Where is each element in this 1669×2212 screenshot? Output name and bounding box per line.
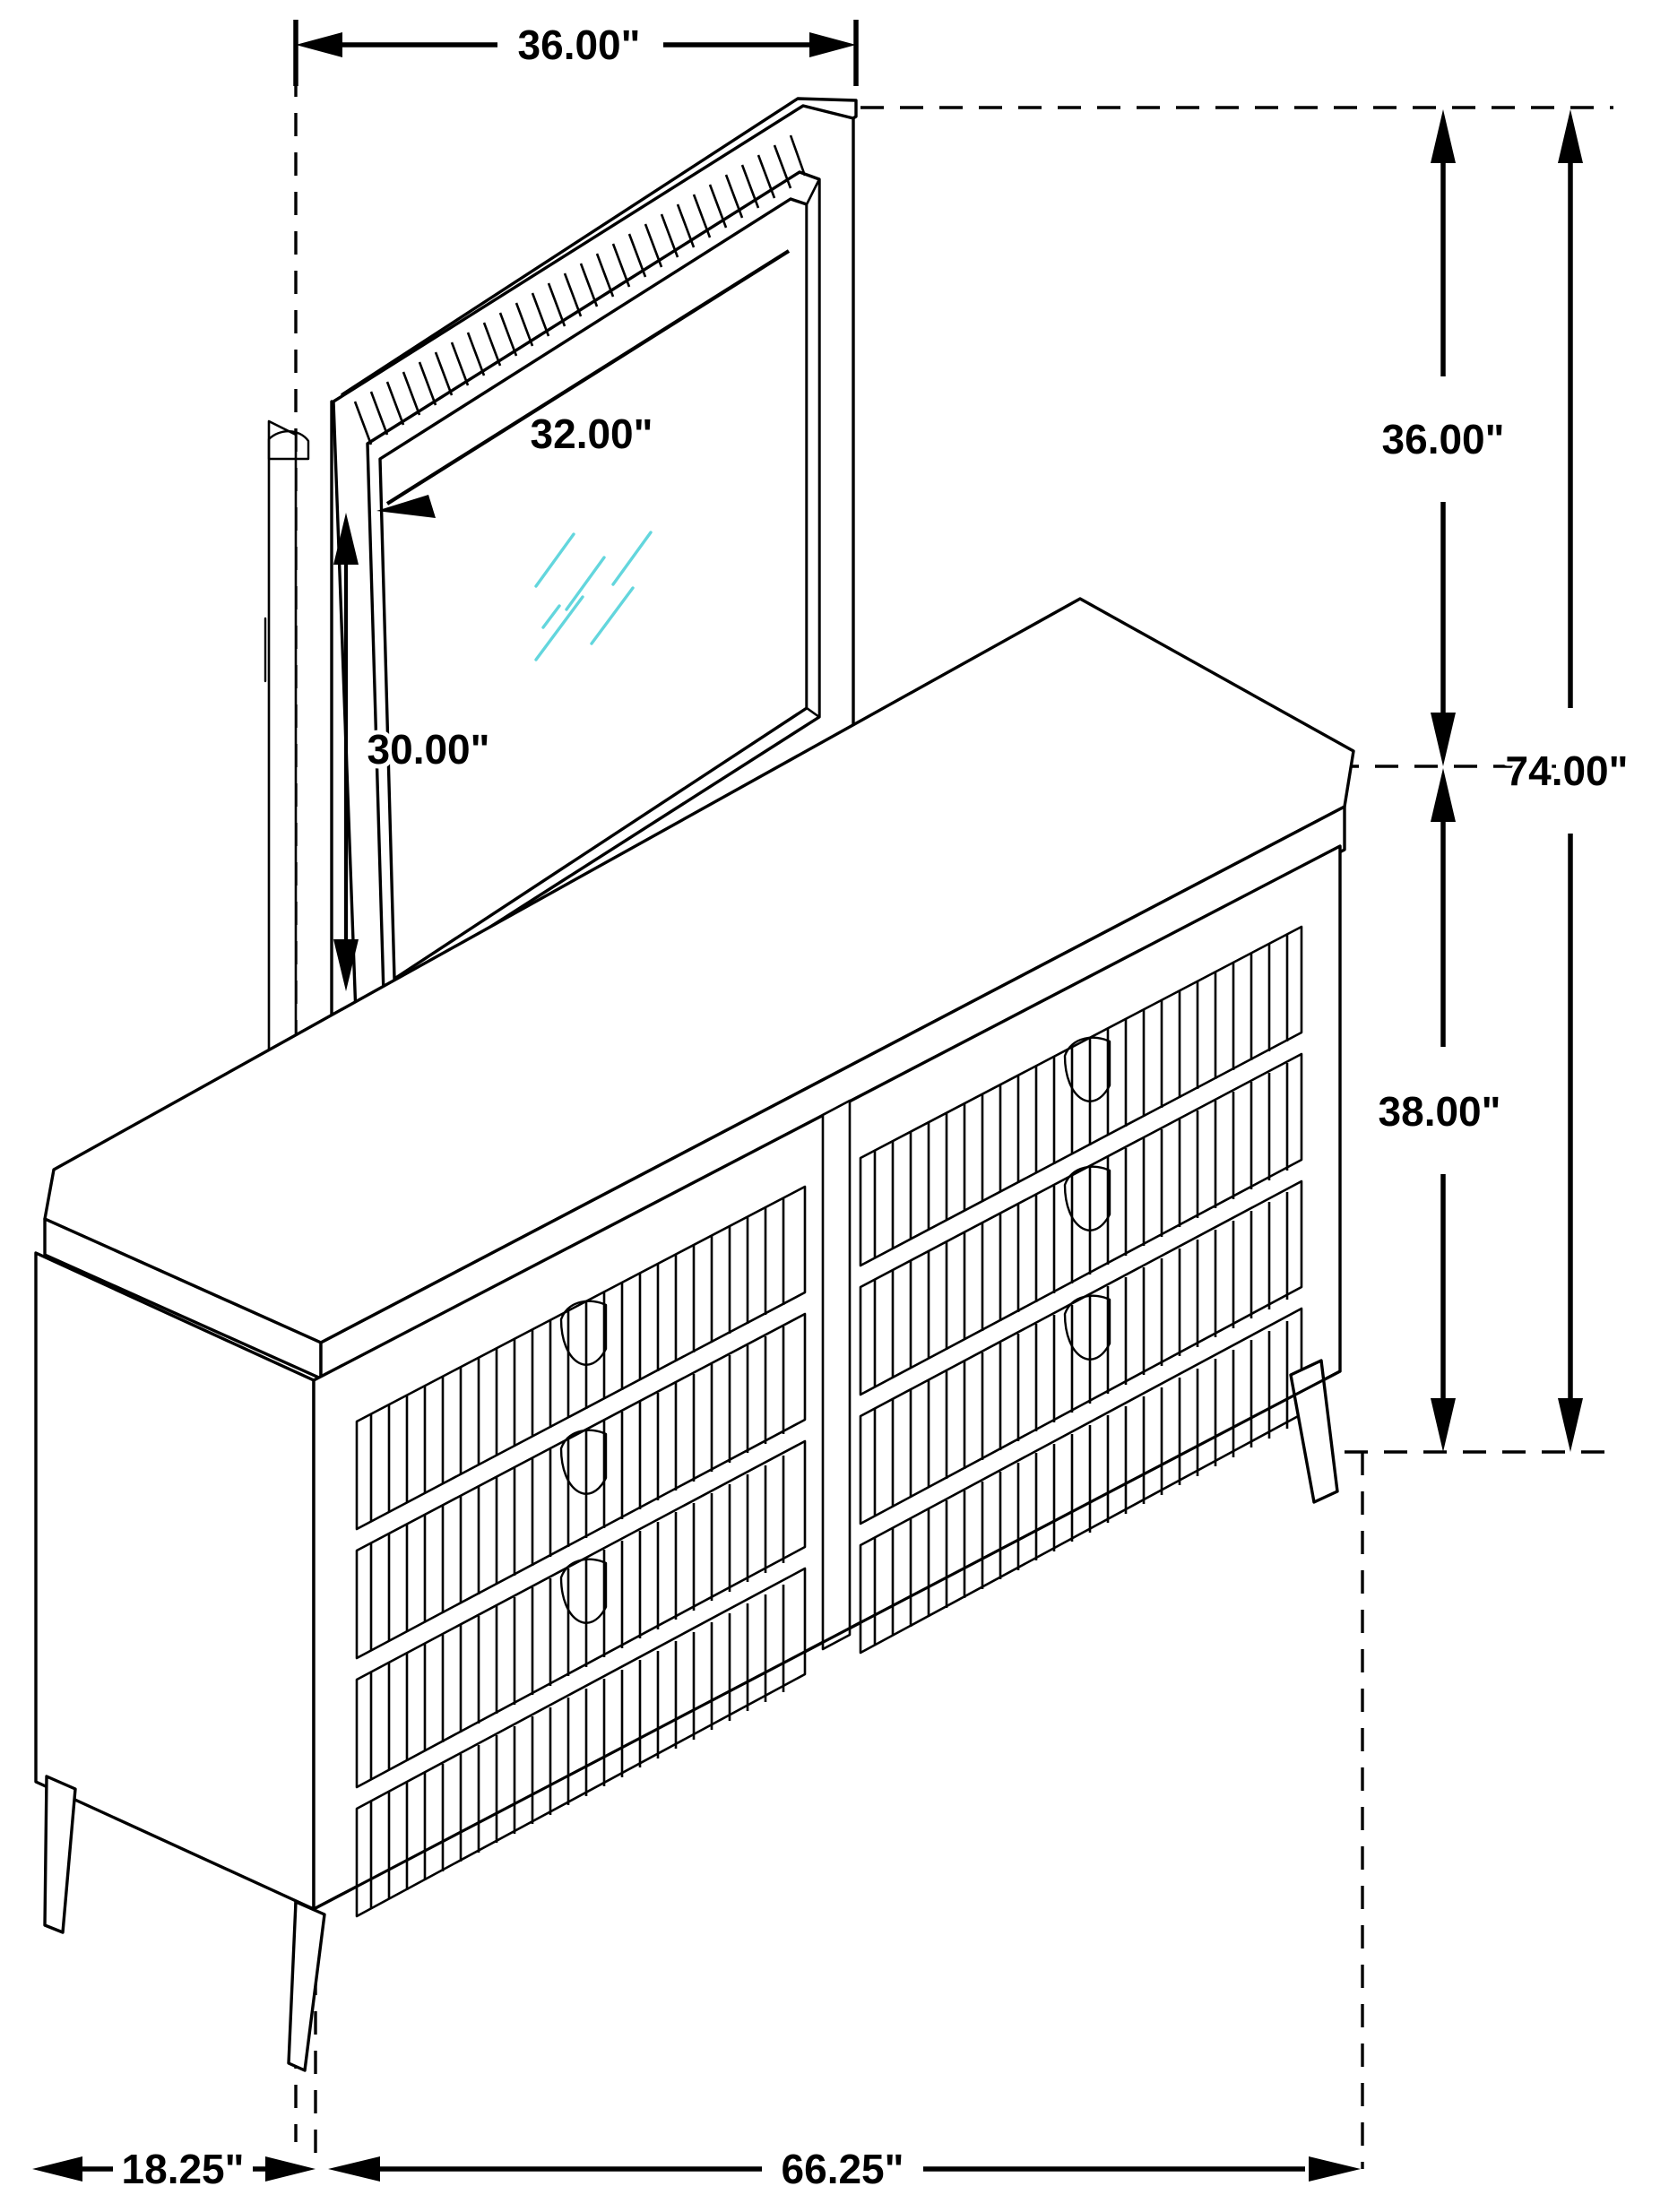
drawer-left-3-handle[interactable] [559,1558,608,1624]
dim-label-glass-height: 30.00" [368,726,490,773]
dim-arrow-glass-height-bottom [333,939,359,991]
mirror-support-post [267,419,298,1100]
dim-arrow-dresser-height-bottom [1431,1398,1456,1452]
dim-arrow-mirror-height-top [1431,109,1456,163]
leg-front-left [287,1900,326,2072]
dim-label-dresser-height: 38.00" [1379,1088,1501,1135]
drawer-right-1[interactable] [859,925,1303,1267]
drawer-left-3-flutes [369,1456,785,1780]
dresser-legs [43,1359,1342,2072]
drawer-right-1-handle[interactable] [1063,1036,1111,1102]
mirror-frame-right-stile [805,177,821,719]
leg-back-left [43,1775,77,1934]
dim-label-glass-width: 32.00" [531,410,653,457]
dimension-dresser-height: 38.00" [1374,768,1505,1452]
dimension-dresser-width: 66.25" [328,2141,1361,2197]
drawer-right-4-flutes [873,1321,1289,1646]
drawer-left-2-handle[interactable] [559,1429,608,1495]
dim-arrow-width-right [1309,2156,1361,2182]
dresser-bottom-apron [312,1370,1342,1911]
drawer-right-4[interactable] [859,1307,1303,1655]
dim-arrow-right [809,32,856,57]
dimension-mirror-width: 36.00" [293,17,859,86]
drawer-right-2-front[interactable] [859,1052,1303,1396]
dimension-dresser-depth: 18.25" [32,2141,316,2197]
drawer-left-1-handle[interactable] [559,1300,608,1366]
drawer-right-3-handle[interactable] [1063,1294,1111,1361]
dimension-glass-width: 32.00" [376,249,791,518]
drawer-left-1-flutes [369,1197,785,1522]
drawer-right-1-flutes [873,934,1289,1258]
dim-label-mirror-height: 36.00" [1382,416,1505,462]
drawer-left-2[interactable] [355,1312,807,1660]
drawer-right-2[interactable] [859,1052,1303,1396]
drawer-right-2-flutes [873,1063,1289,1387]
drawer-column-right [859,925,1303,1655]
drawer-right-2-handle[interactable] [1063,1165,1111,1231]
drawer-left-2-flutes [369,1326,785,1651]
dim-arrow-left [296,32,342,57]
dim-arrow-glass-height-top [333,513,359,565]
drawer-right-3-flutes [873,1192,1289,1516]
dim-arrow-glass-width-left [376,495,436,518]
dimension-glass-height: 30.00" [333,513,494,991]
mirror-bracket-detail [267,430,310,461]
drawer-column-left [355,1185,807,1918]
drawer-left-3[interactable] [355,1439,807,1789]
glass-reflection-marks [534,531,653,661]
dim-arrow-width-left [328,2156,380,2182]
dim-label-mirror-width: 36.00" [518,22,641,68]
dim-arrow-total-height-top [1558,109,1583,163]
drawer-left-1[interactable] [355,1185,807,1531]
leg-front-right [1289,1359,1339,1504]
dim-arrow-total-height-bottom [1558,1398,1583,1452]
dim-arrow-mirror-height-bottom [1431,713,1456,766]
dim-label-dresser-depth: 18.25" [122,2146,245,2192]
mirror-frame-flutes [353,134,807,445]
dresser-top-right-edge [319,805,1346,1384]
drawer-right-3[interactable] [859,1179,1303,1525]
dim-label-total-height: 74.00" [1506,747,1629,794]
dim-arrow-dresser-height-top [1431,768,1456,822]
drawer-left-4-flutes [369,1585,785,1909]
dim-label-dresser-width: 66.25" [782,2146,904,2192]
dim-arrow-depth-left [32,2156,82,2182]
dimension-mirror-height: 36.00" [1378,109,1509,766]
drawer-right-1-front[interactable] [859,925,1303,1267]
dresser-body [34,597,1355,2072]
dim-line-glass-width [385,249,791,505]
dim-arrow-depth-right [265,2156,316,2182]
drawer-right-3-front[interactable] [859,1179,1303,1525]
dimension-total-height: 74.00" [1501,109,1632,1452]
drawer-column-divider [821,1099,852,1651]
